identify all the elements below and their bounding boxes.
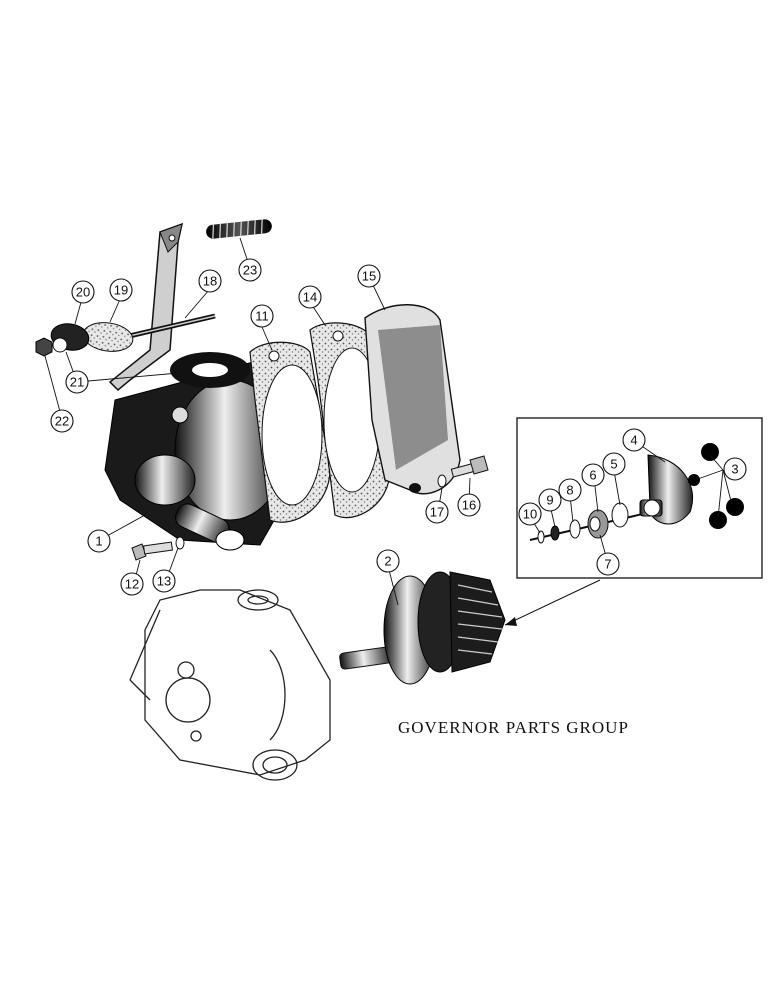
nut-part bbox=[35, 337, 53, 357]
svg-text:10: 10 bbox=[523, 507, 537, 522]
svg-text:23: 23 bbox=[243, 263, 257, 278]
svg-text:9: 9 bbox=[546, 493, 553, 508]
detail-inset-frame bbox=[516, 417, 763, 579]
svg-text:22: 22 bbox=[55, 414, 69, 429]
callout-23: 23 bbox=[238, 258, 262, 282]
svg-text:12: 12 bbox=[125, 577, 139, 592]
callout-19: 19 bbox=[109, 278, 133, 302]
callout-10: 10 bbox=[518, 502, 542, 526]
svg-text:3: 3 bbox=[731, 462, 738, 477]
callout-20: 20 bbox=[71, 280, 95, 304]
assembled-housing-outline bbox=[129, 589, 331, 781]
bolt-part bbox=[450, 455, 489, 478]
svg-text:6: 6 bbox=[589, 468, 596, 483]
callout-22: 22 bbox=[50, 409, 74, 433]
callout-8: 8 bbox=[558, 478, 582, 502]
svg-text:14: 14 bbox=[303, 290, 317, 305]
svg-text:2: 2 bbox=[384, 554, 391, 569]
svg-text:7: 7 bbox=[604, 557, 611, 572]
callout-17: 17 bbox=[425, 500, 449, 524]
callout-16: 16 bbox=[457, 493, 481, 517]
washer-part-2 bbox=[175, 536, 185, 550]
callout-12: 12 bbox=[120, 572, 144, 596]
lever-arm-part bbox=[108, 222, 184, 392]
callout-14: 14 bbox=[298, 285, 322, 309]
svg-text:8: 8 bbox=[566, 483, 573, 498]
diagram-caption: GOVERNOR PARTS GROUP bbox=[398, 718, 629, 737]
svg-text:19: 19 bbox=[114, 283, 128, 298]
callout-13: 13 bbox=[152, 569, 176, 593]
callout-7: 7 bbox=[596, 552, 620, 576]
callout-9: 9 bbox=[538, 488, 562, 512]
callout-18: 18 bbox=[198, 269, 222, 293]
callout-1: 1 bbox=[87, 529, 111, 553]
callout-15: 15 bbox=[357, 264, 381, 288]
callout-4: 4 bbox=[622, 428, 646, 452]
svg-text:13: 13 bbox=[157, 574, 171, 589]
gear-shaft-part bbox=[339, 571, 506, 685]
spring-part bbox=[206, 219, 272, 239]
pad-part bbox=[82, 322, 134, 352]
svg-text:5: 5 bbox=[610, 457, 617, 472]
svg-text:4: 4 bbox=[630, 433, 637, 448]
callout-3: 3 bbox=[723, 457, 747, 481]
svg-text:11: 11 bbox=[255, 309, 269, 324]
svg-text:20: 20 bbox=[76, 285, 90, 300]
bolt-part-2 bbox=[131, 541, 173, 561]
callout-11: 11 bbox=[250, 304, 274, 328]
callout-2: 2 bbox=[376, 549, 400, 573]
washer-part bbox=[437, 474, 447, 488]
callout-6: 6 bbox=[581, 463, 605, 487]
callout-21: 21 bbox=[65, 370, 89, 394]
svg-text:16: 16 bbox=[462, 498, 476, 513]
inset-parts bbox=[529, 443, 744, 544]
svg-text:15: 15 bbox=[362, 269, 376, 284]
svg-text:1: 1 bbox=[95, 534, 102, 549]
svg-text:18: 18 bbox=[203, 274, 217, 289]
callout-5: 5 bbox=[602, 452, 626, 476]
svg-text:17: 17 bbox=[430, 505, 444, 520]
svg-text:21: 21 bbox=[70, 375, 84, 390]
